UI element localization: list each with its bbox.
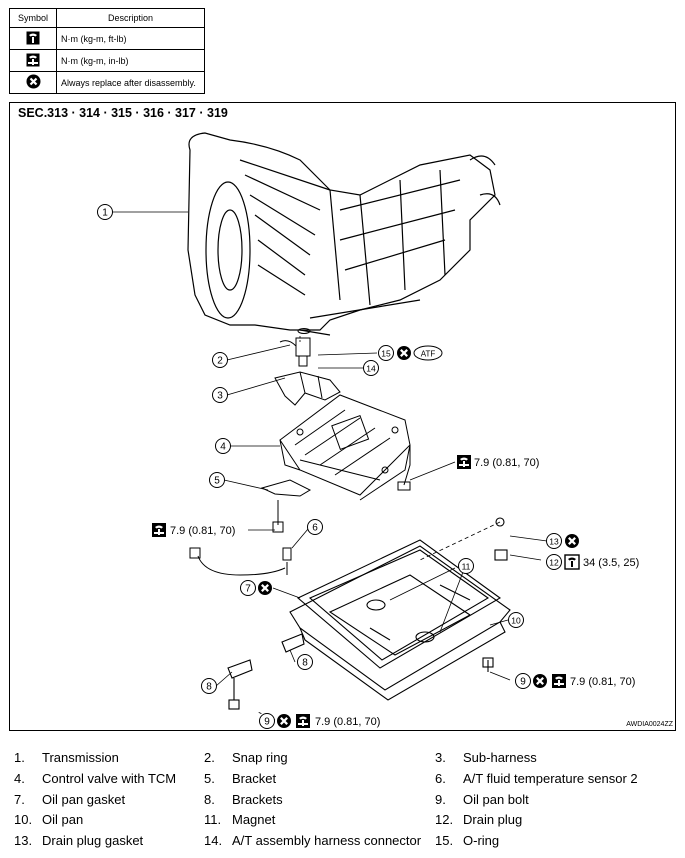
callout-8: 8 [206,682,212,693]
callout-9: 9 [520,677,526,688]
callout-11: 11 [462,562,471,572]
callout-14: 14 [366,364,376,374]
symbol-legend-table: Symbol Description N·m (kg-m, ft-lb) N·m… [9,8,205,94]
callout-5: 5 [214,476,220,487]
torque-icon-pan-bolt [552,674,566,688]
control-valve-drawing [279,394,411,501]
callout-13: 13 [549,537,559,547]
parts-list: 1.Transmission 2.Snap ring 3.Sub-harness… [14,750,638,849]
callout-10: 10 [511,616,521,626]
torque-icon-control-valve [457,455,471,469]
replace-icon-pan-bolt [531,672,549,690]
torque-wrench-small-icon [26,53,40,66]
torque-pan-bolt-right: 7.9 (0.81, 70) [570,676,635,688]
harness-connector-drawing [279,328,311,367]
callout-9: 9 [264,717,270,728]
section-label: SEC.313 · 314 · 315 · 316 · 317 · 319 [18,106,228,120]
torque-icon-drain-plug [564,554,580,570]
transmission-drawing [187,132,501,336]
callout-15: 15 [381,349,391,359]
torque-bracket: 7.9 (0.81, 70) [170,525,235,537]
torque-icon-bracket [152,523,166,537]
replace-icon-pan-bolt-bottom [275,712,293,730]
torque-icon-pan-bolt-bottom [296,714,310,728]
callout-1: 1 [102,208,108,219]
sub-harness-drawing [274,371,341,406]
torque-wrench-icon [26,31,40,44]
callout-7: 7 [245,584,251,595]
bracket-sensor-drawing [189,479,312,576]
callout-2: 2 [217,356,223,367]
replace-icon-gasket [256,579,274,597]
callout-8: 8 [302,658,308,669]
oil-pan-drawing [227,517,511,710]
callout-4: 4 [220,442,226,453]
torque-pan-bolt-bottom: 7.9 (0.81, 70) [315,716,380,728]
leader-lines [112,211,548,721]
torque-control-valve: 7.9 (0.81, 70) [474,457,539,469]
callout-12: 12 [549,558,559,568]
replace-icon-oring [395,344,413,362]
torque-drain-plug: 34 (3.5, 25) [583,557,639,569]
callout-circles [97,204,562,729]
diagram-code: AWDIA0024ZZ [626,721,673,728]
atf-oval [413,345,443,361]
diagram-frame [9,102,676,731]
replace-icon-drain-gasket [563,532,581,550]
always-replace-icon [26,74,40,89]
callout-3: 3 [217,391,223,402]
atf-label: ATF [421,350,436,359]
callout-6: 6 [312,523,318,534]
legend-description: Always replace after disassembly. [56,71,205,94]
